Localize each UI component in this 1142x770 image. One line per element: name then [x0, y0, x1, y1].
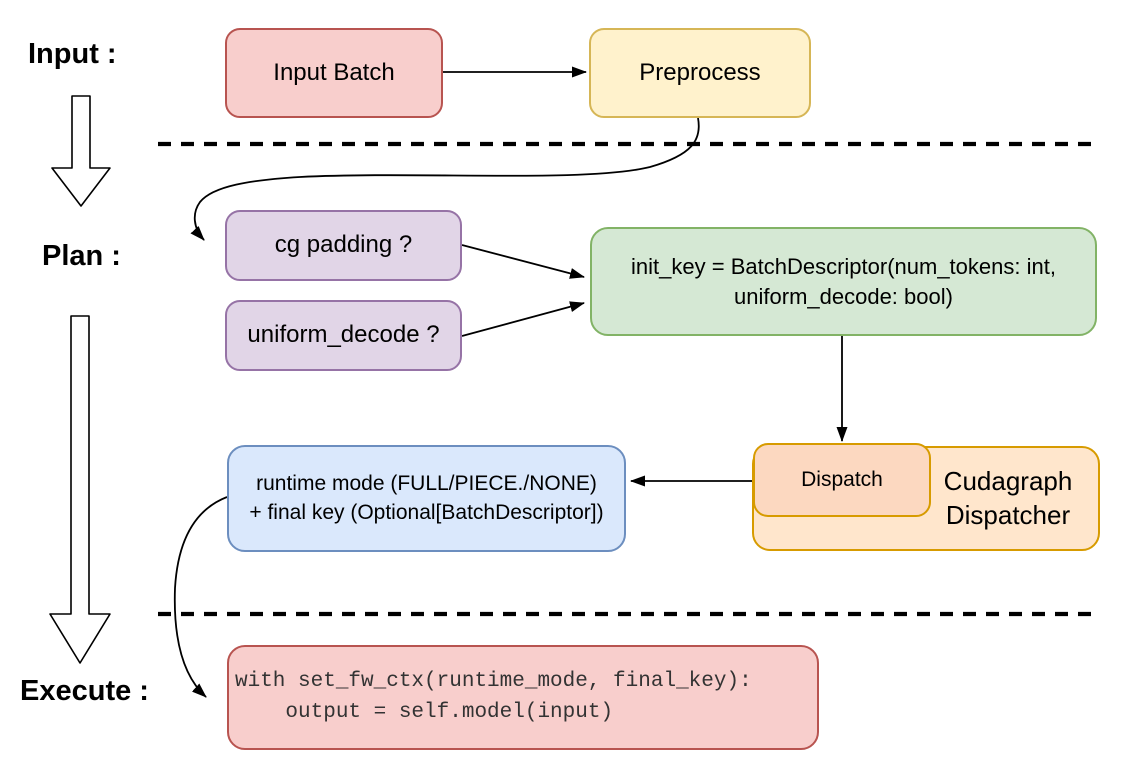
uniform-decode-node: uniform_decode ?	[225, 300, 462, 371]
cudagraph-line1: Cudagraph	[943, 465, 1073, 496]
plan-section-label: Plan :	[42, 240, 121, 272]
execute-code-line2: output = self.model(input)	[235, 700, 614, 724]
init-key-line1: init_key = BatchDescriptor(num_tokens: i…	[631, 253, 1056, 279]
cudagraph-line2: Dispatcher	[945, 499, 1071, 530]
init-key-node: init_key = BatchDescriptor(num_tokens: i…	[590, 227, 1097, 336]
dispatch-node: Dispatch	[753, 443, 931, 517]
cg-padding-node: cg padding ?	[225, 210, 462, 281]
preprocess-node: Preprocess	[589, 28, 811, 118]
input-batch-node: Input Batch	[225, 28, 443, 118]
input-batch-label: Input Batch	[273, 58, 395, 86]
runtime-mode-line1: runtime mode (FULL/PIECE./NONE)	[256, 472, 597, 496]
connector-preprocess-to-cgpadding	[190, 117, 700, 241]
input-to-plan-arrow	[51, 95, 111, 207]
execute-section-label: Execute :	[20, 675, 149, 707]
connector-cgpadding-to-initkey	[461, 244, 585, 279]
dispatch-label: Dispatch	[801, 467, 883, 491]
cg-padding-label: cg padding ?	[274, 231, 413, 259]
plan-to-execute-arrow	[49, 315, 111, 664]
runtime-mode-line2: + final key (Optional[BatchDescriptor])	[249, 500, 604, 524]
execute-code-line1: with set_fw_ctx(runtime_mode, final_key)…	[235, 670, 752, 694]
input-section-label: Input :	[28, 38, 117, 70]
preprocess-label: Preprocess	[639, 58, 761, 86]
uniform-decode-label: uniform_decode ?	[247, 321, 440, 349]
init-key-line2: uniform_decode: bool)	[734, 283, 953, 309]
cudagraph-dispatcher-label: Cudagraph Dispatcher	[928, 448, 1088, 549]
connector-uniformdecode-to-initkey	[461, 301, 585, 337]
execute-code-node: with set_fw_ctx(runtime_mode, final_key)…	[227, 645, 819, 750]
runtime-mode-node: runtime mode (FULL/PIECE./NONE) + final …	[227, 445, 626, 552]
connector-runtimemode-to-execute	[173, 496, 228, 698]
